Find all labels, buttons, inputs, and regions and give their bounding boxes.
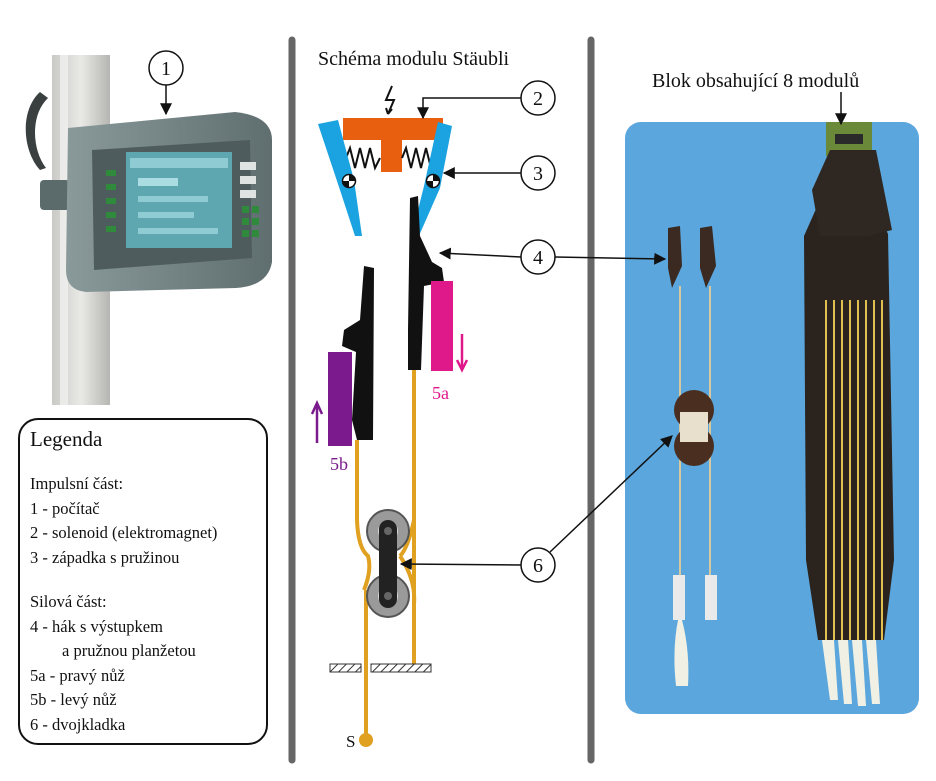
legend-item: 3 - západka s pružinou xyxy=(30,547,180,567)
staubli-schematic: S 5a 5b xyxy=(310,85,469,751)
computer-terminal-illustration xyxy=(25,55,272,405)
point-s-marker xyxy=(359,733,373,747)
knife-5b xyxy=(328,352,352,446)
svg-text:1: 1 xyxy=(161,58,171,80)
callout-2: 2 xyxy=(417,80,556,120)
legend-power-heading: Silová část: xyxy=(30,592,107,611)
svg-text:2: 2 xyxy=(533,88,543,110)
knife-5a xyxy=(431,281,453,371)
module-block-photo xyxy=(625,122,919,714)
single-module xyxy=(668,226,717,686)
legend-box: Legenda Impulsní část: 1 - počítač 2 - s… xyxy=(18,418,268,745)
hook-right xyxy=(408,196,444,370)
hook-left xyxy=(342,266,374,440)
legend-item: 5b - levý nůž xyxy=(30,690,117,709)
svg-text:4: 4 xyxy=(533,247,543,269)
legend-item: 2 - solenoid (elektromagnet) xyxy=(30,523,218,542)
legend-item: 6 - dvojkladka xyxy=(30,714,126,734)
legend-item: a pružnou planžetou xyxy=(62,641,196,660)
point-s-label: S xyxy=(346,732,355,751)
latch-left xyxy=(318,120,362,236)
callout-6: 6 xyxy=(399,435,673,583)
ground-right xyxy=(370,663,432,673)
legend-title: Legenda xyxy=(30,427,103,451)
knife-5a-label: 5a xyxy=(432,383,449,403)
callout-3: 3 xyxy=(442,155,556,191)
legend-impulse-heading: Impulsní část: xyxy=(30,474,124,493)
legend-item: 5a - pravý nůž xyxy=(30,665,125,685)
ground-left xyxy=(329,663,362,673)
svg-text:3: 3 xyxy=(533,163,543,185)
svg-text:6: 6 xyxy=(533,555,543,577)
legend-item: 1 - počítač xyxy=(30,498,100,518)
legend-item: 4 - hák s výstupkem xyxy=(30,616,163,636)
solenoid xyxy=(343,118,443,172)
right-title: Blok obsahující 8 modulů xyxy=(652,70,859,92)
center-title: Schéma modulu Stäubli xyxy=(318,48,510,70)
callout-1: 1 xyxy=(148,50,184,116)
cords xyxy=(355,368,417,740)
callout-4: 4 xyxy=(438,239,667,275)
knife-5b-label: 5b xyxy=(330,454,348,474)
double-pulley xyxy=(366,509,410,618)
lightning-icon xyxy=(384,85,396,115)
spring-left xyxy=(345,144,381,171)
eight-module-block xyxy=(804,122,894,706)
